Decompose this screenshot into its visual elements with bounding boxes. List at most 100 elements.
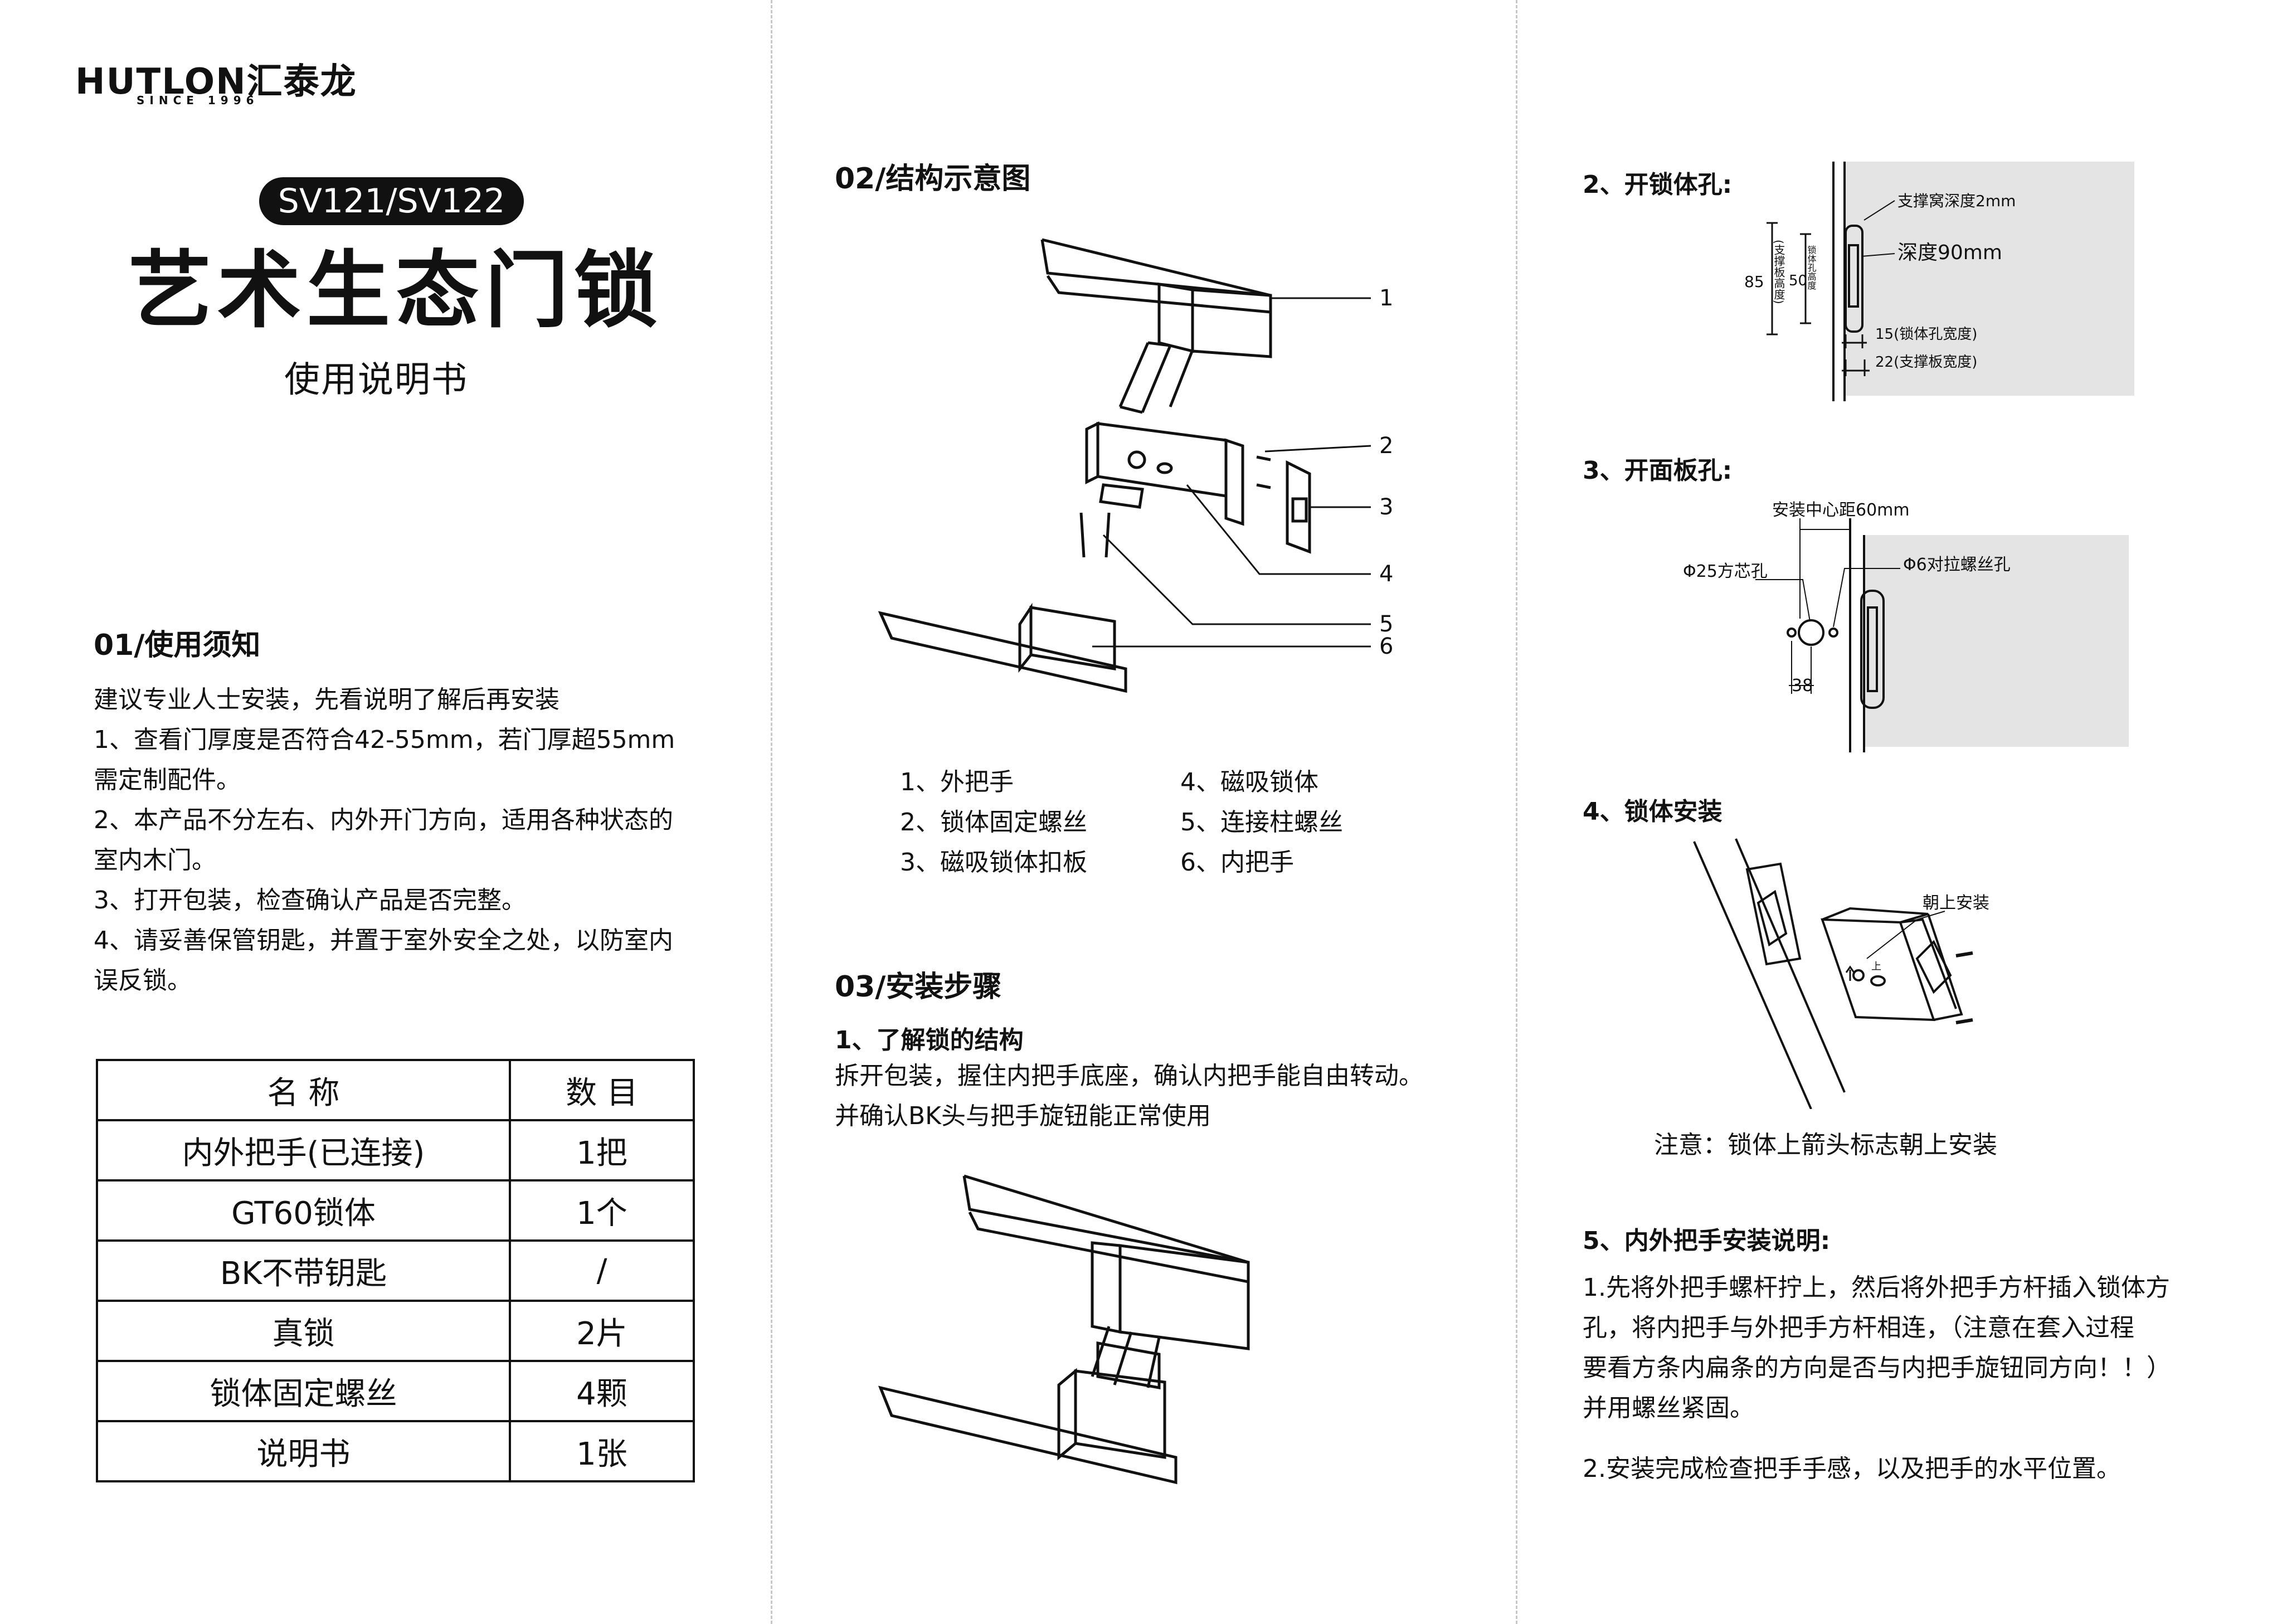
step1-line: 并确认BK头与把手旋钮能正常使用 xyxy=(835,1102,1211,1130)
notice-line: 2、本产品不分左右、内外开门方向，适用各种状态的 xyxy=(94,806,673,834)
step4-title: 4、锁体安装 xyxy=(1583,798,1723,826)
part-qty: 1张 xyxy=(509,1420,695,1482)
notice-line: 需定制配件。 xyxy=(94,766,241,794)
callout-5: 5 xyxy=(1379,611,1393,637)
step1-body: 拆开包装，握住内把手底座，确认内把手能自由转动。 并确认BK头与把手旋钮能正常使… xyxy=(835,1056,1504,1136)
inner-handle-base xyxy=(1029,606,1116,670)
notice-line: 建议专业人士安装，先看说明了解后再安装 xyxy=(94,685,559,714)
structure-legend-left: 1、外把手 2、锁体固定螺丝 3、磁吸锁体扣板 xyxy=(900,762,1179,883)
step5-body: 1.先将外把手螺杆拧上，然后将外把手方杆插入锁体方 孔，将内把手与外把手方杆相连… xyxy=(1583,1268,2251,1428)
label-center-distance: 安装中心距60mm xyxy=(1772,500,1910,520)
upper-handle xyxy=(962,1175,1250,1284)
col-qty-header: 数 目 xyxy=(509,1059,695,1121)
callout-2: 2 xyxy=(1379,433,1393,459)
part-qty: 2片 xyxy=(509,1300,695,1362)
label-15: 15(锁体孔宽度) xyxy=(1875,326,1977,343)
model-badge: SV121/SV122 xyxy=(259,177,524,225)
inner-handle-lever xyxy=(878,611,1127,693)
label-square-hole: Φ25方芯孔 xyxy=(1683,562,1768,581)
notice-line: 1、查看门厚度是否符合42-55mm，若门厚超55mm xyxy=(94,726,675,754)
legend-item: 2、锁体固定螺丝 xyxy=(900,808,1087,837)
manual-subtitle: 使用说明书 xyxy=(284,359,468,401)
col-name-header: 名 称 xyxy=(96,1059,511,1121)
label-up-mark: 上 xyxy=(1871,961,1881,973)
label-38: 38 xyxy=(1792,676,1813,696)
brand-since: SINCE 1996 xyxy=(137,94,259,107)
callout-1: 1 xyxy=(1379,285,1393,311)
label-50: 50 xyxy=(1789,273,1807,289)
structure-legend-right: 4、磁吸锁体 5、连接柱螺丝 6、内把手 xyxy=(1180,762,1459,883)
lower-handle xyxy=(878,1385,1178,1485)
step5-line: 1.先将外把手螺杆拧上，然后将外把手方杆插入锁体方 xyxy=(1583,1273,2170,1302)
outer-handle-base xyxy=(1191,288,1272,358)
door-surface xyxy=(1845,162,2134,396)
faceplate-slot xyxy=(1860,590,1885,709)
part-qty: 4颗 xyxy=(509,1360,695,1422)
label-lockbody-height: 锁体孔高度 xyxy=(1806,245,1817,290)
label-22: 22(支撑板宽度) xyxy=(1875,354,1977,371)
brand-logo: HUTLON汇泰龙 xyxy=(75,61,357,103)
label-85: 85 xyxy=(1744,273,1764,291)
lockbody-hole xyxy=(1848,244,1859,308)
legend-item: 5、连接柱螺丝 xyxy=(1180,808,1343,837)
label-support-height: (支撑板高度) xyxy=(1772,240,1785,304)
handle-assembly-diagram xyxy=(878,1174,1250,1485)
part-name: 锁体固定螺丝 xyxy=(96,1360,511,1422)
square-core-hole xyxy=(1798,619,1824,646)
product-title: 艺术生态门锁 xyxy=(128,242,664,339)
step5-line-2: 2.安装完成检查把手手感，以及把手的水平位置。 xyxy=(1583,1455,2121,1483)
callout-3: 3 xyxy=(1379,494,1393,520)
lockbody-install-diagram: 朝上安装 上 xyxy=(1693,838,1989,1109)
structure-heading: 02/结构示意图 xyxy=(835,162,1031,196)
step5-line: 并用螺丝紧固。 xyxy=(1583,1394,1754,1422)
fold-line-left xyxy=(771,0,772,1624)
step5-line: 要看方条内扁条的方向是否与内把手旋钮同方向！！） xyxy=(1583,1354,2171,1382)
strike-plate xyxy=(1286,460,1311,554)
step5-title: 5、内外把手安装说明: xyxy=(1583,1227,1831,1255)
notice-line: 误反锁。 xyxy=(94,966,192,995)
legend-item: 4、磁吸锁体 xyxy=(1180,768,1318,796)
callout-6: 6 xyxy=(1379,634,1393,659)
step2-title: 2、开锁体孔: xyxy=(1583,171,1733,199)
table-row: 内外把手(已连接)1把 xyxy=(96,1119,695,1181)
part-qty: / xyxy=(509,1239,695,1302)
label-screw-hole: Φ6对拉螺丝孔 xyxy=(1903,555,2011,575)
lock-hole-diagram: 支撑窝深度2mm 深度90mm 85 (支撑板高度) 50 锁体孔高度 15(锁… xyxy=(1744,162,2134,401)
label-depth: 深度90mm xyxy=(1897,241,2002,264)
outer-handle-lever xyxy=(1040,239,1272,314)
up-arrow-icon xyxy=(1845,965,1855,981)
part-name: BK不带钥匙 xyxy=(96,1239,511,1302)
part-name: GT60锁体 xyxy=(96,1179,511,1242)
panel-hole-diagram: 安装中心距60mm Φ25方芯孔 Φ6对拉螺丝孔 38 xyxy=(1683,500,2129,752)
legend-item: 6、内把手 xyxy=(1180,848,1294,877)
install-heading: 03/安装步骤 xyxy=(835,970,1002,1004)
step1-line: 拆开包装，握住内把手底座，确认内把手能自由转动。 xyxy=(835,1062,1423,1090)
notice-line: 4、请妥善保管钥匙，并置于室外安全之处，以防室内 xyxy=(94,926,673,955)
parts-table-header: 名 称 数 目 xyxy=(96,1059,695,1121)
label-install-upward: 朝上安装 xyxy=(1923,893,1989,913)
fold-line-right xyxy=(1516,0,1517,1624)
part-name: 内外把手(已连接) xyxy=(96,1119,511,1181)
magnet-latch xyxy=(1099,483,1144,509)
part-qty: 1个 xyxy=(509,1179,695,1242)
callout-4: 4 xyxy=(1379,561,1393,587)
connecting-screws xyxy=(1079,512,1111,558)
fixing-screws xyxy=(1256,455,1271,489)
step1-title: 1、了解锁的结构 xyxy=(835,1026,1024,1054)
through-screw-hole xyxy=(1828,628,1838,638)
notice-body: 建议专业人士安装，先看说明了解后再安装 1、查看门厚度是否符合42-55mm，若… xyxy=(94,680,734,1001)
support-plate-slot xyxy=(1845,225,1863,333)
notice-heading: 01/使用须知 xyxy=(94,629,261,662)
exploded-lock-diagram: 1 2 3 4 5 6 xyxy=(878,238,1393,693)
step3-title: 3、开面板孔: xyxy=(1583,456,1733,485)
legend-item: 1、外把手 xyxy=(900,768,1014,796)
part-name: 说明书 xyxy=(96,1420,511,1482)
legend-item: 3、磁吸锁体扣板 xyxy=(900,848,1087,877)
part-qty: 1把 xyxy=(509,1119,695,1181)
notice-line: 室内木门。 xyxy=(94,846,216,874)
